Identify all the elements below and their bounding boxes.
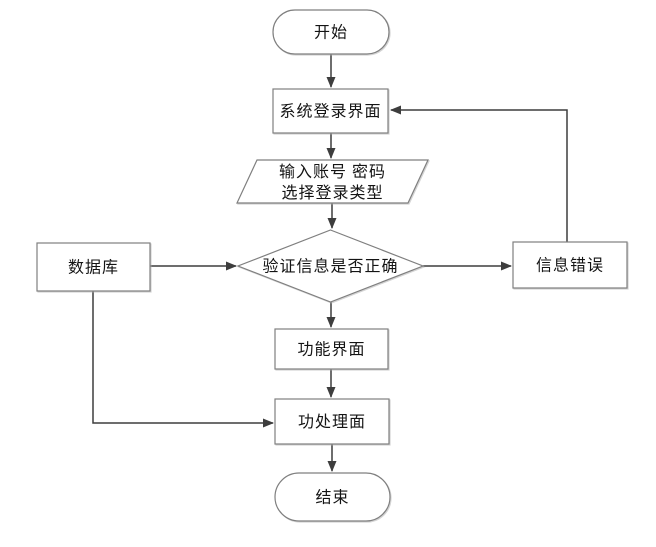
login-process-shape xyxy=(272,88,389,134)
node-decision: 验证信息是否正确 xyxy=(236,229,425,303)
node-login: 系统登录界面 xyxy=(272,88,389,134)
node-end: 结束 xyxy=(274,472,391,522)
end-label: 结束 xyxy=(315,489,349,507)
decision-decision-shape xyxy=(236,229,425,303)
database-label: 数据库 xyxy=(68,259,119,277)
input-io-shape xyxy=(236,159,429,204)
database-process-shape xyxy=(36,242,151,292)
decision-label: 验证信息是否正确 xyxy=(262,258,398,276)
node-start: 开始 xyxy=(272,9,390,55)
nodes-layer: 开始系统登录界面输入账号 密码选择登录类型验证信息是否正确数据库信息错误功能界面… xyxy=(36,9,628,522)
node-handler: 功处理面 xyxy=(274,398,390,445)
edges-layer xyxy=(92,54,568,472)
input-label-line2: 选择登录类型 xyxy=(281,184,383,202)
start-label: 开始 xyxy=(314,24,348,42)
node-database: 数据库 xyxy=(36,242,151,292)
input-label-line1: 输入账号 密码 xyxy=(279,163,386,181)
edge-error-to-login xyxy=(390,105,568,242)
end-terminator-shape xyxy=(274,472,391,522)
node-func: 功能界面 xyxy=(274,328,389,370)
error-label: 信息错误 xyxy=(536,257,604,275)
func-label: 功能界面 xyxy=(297,341,365,359)
edge-database-to-handler xyxy=(92,291,274,428)
handler-label: 功处理面 xyxy=(298,413,366,431)
handler-process-shape xyxy=(274,398,390,445)
func-process-shape xyxy=(274,328,389,370)
start-terminator-shape xyxy=(272,9,390,55)
error-process-shape xyxy=(512,241,628,289)
login-label: 系统登录界面 xyxy=(279,103,381,121)
node-error: 信息错误 xyxy=(512,241,628,289)
